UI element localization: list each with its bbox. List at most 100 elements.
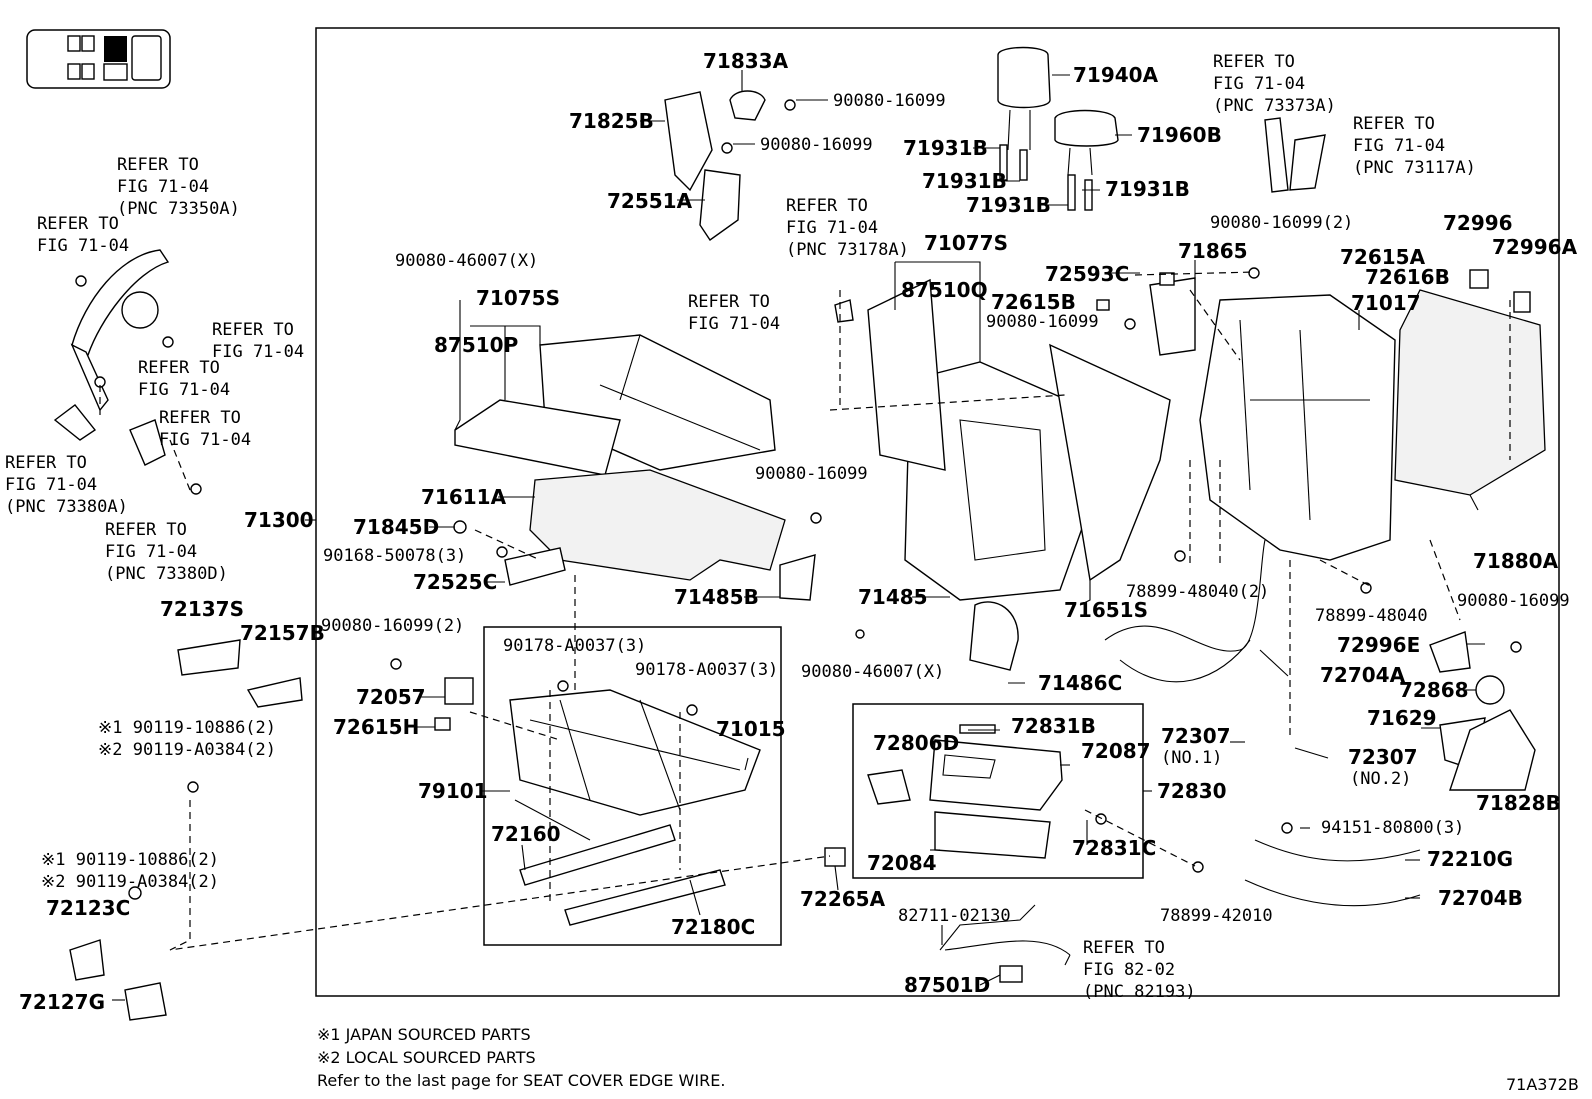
label-78899-48040: 78899-48040 [1315, 606, 1428, 626]
label-78899-42010: 78899-42010 [1160, 906, 1273, 926]
label-90178-A0037-b: 90178-A0037(3) [635, 660, 778, 680]
label-72127G: 72127G [19, 990, 105, 1014]
parts-artwork [53, 46, 1546, 1021]
label-72123C: 72123C [46, 896, 130, 920]
label-94151-80800: 94151-80800(3) [1321, 818, 1464, 838]
label-71486C: 71486C [1038, 671, 1122, 695]
label-jp-note-2: ※1 90119-10886(2)※2 90119-A0384(2) [41, 850, 219, 892]
main-frame [315, 27, 1560, 997]
label-71865: 71865 [1178, 239, 1248, 263]
label-71833A: 71833A [703, 49, 789, 73]
label-72831C: 72831C [1072, 836, 1156, 860]
footnotes: ※1 JAPAN SOURCED PARTS ※2 LOCAL SOURCED … [317, 1025, 1579, 1094]
label-71931B-a: 71931B [903, 136, 988, 160]
label-90080-46007-b: 90080-46007(X) [801, 662, 944, 682]
label-90080-16099-e: 90080-16099 [1457, 591, 1570, 611]
label-72996A: 72996A [1492, 235, 1578, 259]
label-72616B: 72616B [1365, 265, 1450, 289]
track-subassembly-box [483, 626, 782, 946]
label-no2: (NO.2) [1350, 769, 1411, 789]
label-72996: 72996 [1443, 211, 1513, 235]
label-71015: 71015 [716, 717, 786, 741]
label-72615H: 72615H [333, 715, 419, 739]
label-72830: 72830 [1157, 779, 1227, 803]
label-72593C: 72593C [1045, 262, 1129, 286]
label-90080-16099-d: 90080-16099 [755, 464, 868, 484]
label-72157B: 72157B [240, 621, 325, 645]
leader-lines [112, 70, 1485, 1001]
label-72180C: 72180C [671, 915, 755, 939]
label-71485B: 71485B [674, 585, 759, 609]
label-72996E: 72996E [1337, 633, 1420, 657]
label-90168-50078: 90168-50078(3) [323, 546, 466, 566]
label-78899-48040-2: 78899-48040(2) [1126, 582, 1269, 602]
label-71651S: 71651S [1064, 598, 1148, 622]
label-71017: 71017 [1351, 291, 1421, 315]
label-72806D: 72806D [873, 731, 959, 755]
label-82711-02130: 82711-02130 [898, 906, 1011, 926]
label-72307-a: 72307 [1161, 724, 1231, 748]
label-87501D: 87501D [904, 973, 990, 997]
label-72525C: 72525C [413, 570, 497, 594]
label-71845D: 71845D [353, 515, 439, 539]
label-72615A: 72615A [1340, 245, 1426, 269]
label-no1: (NO.1) [1161, 748, 1222, 768]
figure-id: 71A372B [1506, 1075, 1579, 1094]
label-90178-A0037-a: 90178-A0037(3) [503, 636, 646, 656]
label-90080-16099-2b: 90080-16099(2) [321, 616, 464, 636]
label-72307-b: 72307 [1348, 745, 1418, 769]
label-72137S: 72137S [160, 597, 244, 621]
label-72210G: 72210G [1427, 847, 1513, 871]
label-71300: 71300 [244, 508, 314, 532]
label-71940A: 71940A [1073, 63, 1159, 87]
label-72831B: 72831B [1011, 714, 1096, 738]
part-labels: 71833A 90080-16099 71825B 90080-16099 72… [5, 49, 1578, 1014]
label-90080-16099-a: 90080-16099 [833, 91, 946, 111]
footnote-edge-wire: Refer to the last page for SEAT COVER ED… [317, 1071, 725, 1090]
footnote-local-sourced: ※2 LOCAL SOURCED PARTS [317, 1048, 536, 1067]
footnote-japan-sourced: ※1 JAPAN SOURCED PARTS [317, 1025, 531, 1044]
label-72868: 72868 [1399, 678, 1469, 702]
label-jp-note-1: ※1 90119-10886(2)※2 90119-A0384(2) [98, 718, 276, 760]
label-72084: 72084 [867, 851, 937, 875]
label-72265A: 72265A [800, 887, 886, 911]
label-71931B-d: 71931B [966, 193, 1051, 217]
label-79101: 79101 [418, 779, 488, 803]
label-72704A: 72704A [1320, 663, 1406, 687]
label-71629: 71629 [1367, 706, 1437, 730]
label-71931B-c: 71931B [1105, 177, 1190, 201]
label-90080-16099-c: 90080-16099 [986, 312, 1099, 332]
label-72057: 72057 [356, 685, 426, 709]
label-90080-16099-2a: 90080-16099(2) [1210, 213, 1353, 233]
label-72087: 72087 [1081, 739, 1151, 763]
label-72160: 72160 [491, 822, 561, 846]
label-71880A: 71880A [1473, 549, 1559, 573]
label-90080-46007-a: 90080-46007(X) [395, 251, 538, 271]
connection-lines [99, 271, 1511, 951]
label-72615B: 72615B [991, 290, 1076, 314]
seat-position-icon [26, 29, 171, 89]
label-71828B: 71828B [1476, 791, 1561, 815]
label-87510P: 87510P [434, 333, 518, 357]
label-71485: 71485 [858, 585, 928, 609]
label-71960B: 71960B [1137, 123, 1222, 147]
label-72551A: 72551A [607, 189, 693, 213]
label-71075S: 71075S [476, 286, 560, 310]
label-71611A: 71611A [421, 485, 507, 509]
label-87510Q: 87510Q [901, 278, 988, 302]
label-72704B: 72704B [1438, 886, 1523, 910]
label-71825B: 71825B [569, 109, 654, 133]
label-71077S: 71077S [924, 231, 1008, 255]
